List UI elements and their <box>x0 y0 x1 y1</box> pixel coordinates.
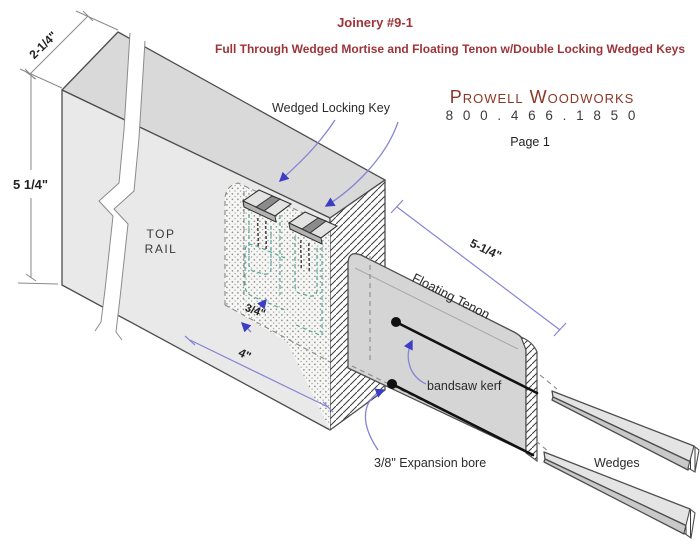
bandsaw-kerf-line-2 <box>390 382 535 457</box>
wedge-upper <box>551 390 700 473</box>
hidden-key-slots <box>244 214 323 337</box>
mortise-length-dimension: 4" <box>184 335 334 413</box>
top-rail-label-line1: TOP <box>147 227 176 241</box>
page-number: Page 1 <box>510 135 550 149</box>
bandsaw-kerf-label: bandsaw kerf <box>427 379 502 393</box>
tenon-end-grain <box>519 335 538 463</box>
wedges-label: Wedges <box>594 456 640 470</box>
locking-key-leader-1 <box>278 119 336 183</box>
brand-logo-text: Prowell Woodworks <box>450 87 635 107</box>
top-rail-label: TOP RAIL <box>145 227 178 256</box>
expansion-bore-leader <box>364 388 386 451</box>
wedged-locking-key-2 <box>287 211 339 245</box>
tenon-length-dim-label: 5-1/4" <box>468 236 504 263</box>
mortise-region <box>224 182 339 430</box>
kerf-to-wedge-dash-1 <box>539 374 558 390</box>
mortise-outline <box>224 182 328 305</box>
drawing-title: Joinery #9-1 <box>337 15 413 30</box>
wedged-locking-key-1 <box>241 189 293 223</box>
tenon-top-bevel-line <box>354 267 519 350</box>
brand-phone: 8 0 0 . 4 6 6 . 1 8 5 0 <box>446 108 639 123</box>
wedge-lower <box>543 451 696 539</box>
bandsaw-kerf-leader <box>403 339 427 385</box>
top-rail-block <box>61 31 386 431</box>
top-rail-label-line2: RAIL <box>145 242 178 256</box>
key-wedge-slots <box>256 217 311 273</box>
drawing-subtitle: Full Through Wedged Mortise and Floating… <box>215 42 685 56</box>
kerf-to-wedge-dash-2 <box>535 440 550 453</box>
locking-key-leader-2 <box>324 121 399 207</box>
floating-tenon <box>347 253 558 463</box>
mortise-bottom-hidden-edge <box>224 304 331 363</box>
bandsaw-kerf-line-1 <box>394 320 539 395</box>
rail-height-dimension: 5 1/4" <box>13 71 59 285</box>
break-line <box>94 32 146 341</box>
rail-width-dim-label: 2-1/4" <box>26 29 59 62</box>
wedges <box>543 390 700 539</box>
rail-height-dim-label: 5 1/4" <box>13 177 48 192</box>
expansion-bore-label: 3/8" Expansion bore <box>374 456 486 470</box>
mortise-length-dim-label: 4" <box>236 345 253 363</box>
wedged-locking-key-label: Wedged Locking Key <box>272 101 391 115</box>
